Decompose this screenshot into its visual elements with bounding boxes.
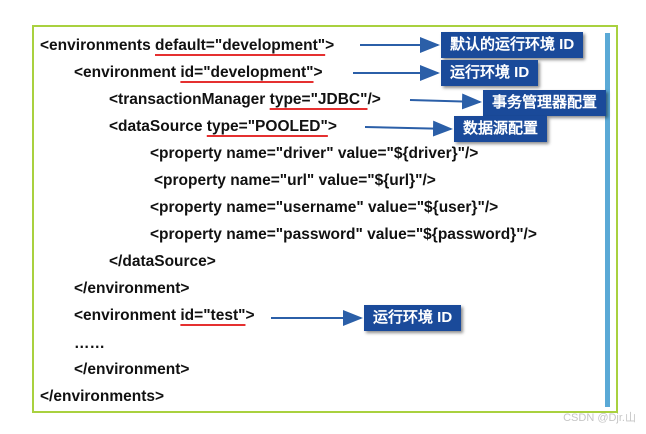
code-line-environment-close-2: </environment> xyxy=(74,361,189,379)
highlight-attr: id="test" xyxy=(180,307,246,324)
code-line-property-username: <property name="username" value="${user}… xyxy=(150,199,498,217)
code-line-property-url: <property name="url" value="${url}"/> xyxy=(154,172,436,190)
callout-env-id: 运行环境 ID xyxy=(441,60,539,86)
code-text: > xyxy=(313,64,323,81)
callout-transaction-manager: 事务管理器配置 xyxy=(483,90,607,116)
code-line-environment-dev: <environment id="development"> xyxy=(74,64,323,82)
code-line-datasource-open: <dataSource type="POOLED"> xyxy=(109,118,337,136)
highlight-attr: type="JDBC" xyxy=(269,91,368,108)
code-text: > xyxy=(325,37,335,54)
code-text: <property name="driver" value="${driver}… xyxy=(150,145,479,162)
code-text: <environment xyxy=(74,64,181,81)
code-line-environment-close: </environment> xyxy=(74,280,189,298)
callout-datasource: 数据源配置 xyxy=(454,116,548,142)
code-line-environments-close: </environments> xyxy=(40,388,164,406)
code-line-datasource-close: </dataSource> xyxy=(109,253,216,271)
highlight-attr: id="development" xyxy=(180,64,314,81)
code-text: <environment xyxy=(74,307,181,324)
watermark: CSDN @Djr.山 xyxy=(563,412,636,424)
code-text: <property name="username" value="${user}… xyxy=(150,199,499,216)
highlight-attr: default="development" xyxy=(155,37,326,54)
arrow-4 xyxy=(364,120,453,137)
code-text: <dataSource xyxy=(109,118,207,135)
code-frame xyxy=(32,25,618,413)
code-text: > xyxy=(245,307,255,324)
code-text: …… xyxy=(74,335,105,352)
code-line-transaction-manager: <transactionManager type="JDBC"/> xyxy=(109,91,381,109)
code-text: <property name="url" value="${url}"/> xyxy=(154,172,436,189)
code-line-property-password: <property name="password" value="${passw… xyxy=(150,226,537,244)
code-line-property-driver: <property name="driver" value="${driver}… xyxy=(150,145,478,163)
code-text: > xyxy=(327,118,337,135)
code-line-environments-open: <environments default="development"> xyxy=(40,37,334,55)
code-text: </environment> xyxy=(74,361,190,378)
code-text: <transactionManager xyxy=(109,91,270,108)
highlight-attr: type="POOLED" xyxy=(206,118,328,135)
code-text: /> xyxy=(367,91,381,108)
code-text: </environment> xyxy=(74,280,190,297)
frame-right-bar xyxy=(605,33,610,407)
code-text: <property name="password" value="${passw… xyxy=(150,226,537,243)
code-line-environment-test: <environment id="test"> xyxy=(74,307,255,325)
callout-default-env-id: 默认的运行环境 ID xyxy=(441,32,584,58)
code-line-ellipsis: …… xyxy=(74,335,105,353)
code-text: </dataSource> xyxy=(109,253,216,270)
code-text: <environments xyxy=(40,37,155,54)
code-text: </environments> xyxy=(40,388,165,405)
callout-test-env-id: 运行环境 ID xyxy=(364,305,462,331)
arrow-3 xyxy=(409,93,482,110)
